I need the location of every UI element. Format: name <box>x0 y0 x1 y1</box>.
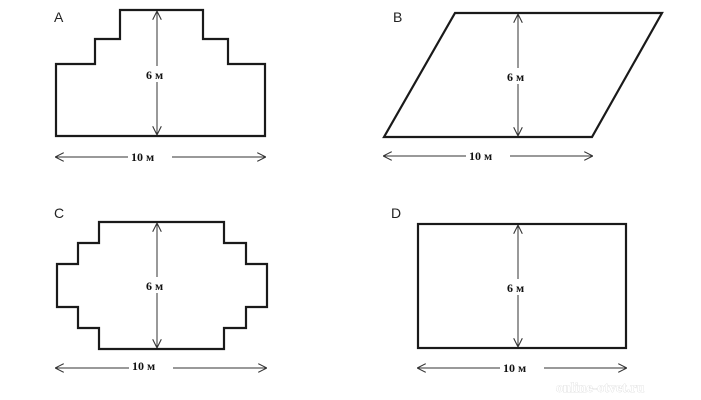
figure-d-height-label-bg <box>506 279 534 295</box>
figure-b: B 6 м 10 м <box>382 9 664 164</box>
figure-b-parallelogram <box>382 11 664 139</box>
figure-c-stepped-shape <box>55 220 269 351</box>
figure-b-height-label-bg <box>506 68 534 84</box>
figure-a-height-label: 6 м <box>146 68 163 82</box>
figure-d-width-label-bg <box>500 359 544 376</box>
figure-a-stepped-shape <box>54 8 267 138</box>
figure-a-width-label: 10 м <box>131 150 154 164</box>
figure-c-height-label-bg <box>145 277 173 293</box>
figure-d-width-label: 10 м <box>503 361 526 375</box>
figure-a: A 6 м 10 м <box>54 8 267 165</box>
figure-a-letter: A <box>54 9 64 25</box>
figure-b-letter: B <box>393 9 402 25</box>
figure-c-width-label-bg <box>129 357 173 374</box>
figure-c-height-label: 6 м <box>146 279 163 293</box>
figure-d-height-label: 6 м <box>507 281 524 295</box>
figure-b-height-label: 6 м <box>507 70 524 84</box>
figure-b-width-label: 10 м <box>469 149 492 163</box>
figure-b-width-label-bg <box>466 147 510 164</box>
figure-d: D 6 м 10 м <box>391 205 628 376</box>
figure-d-rectangle <box>416 222 628 350</box>
figure-c-letter: C <box>54 205 64 221</box>
figure-a-height-label-bg <box>145 66 173 82</box>
watermark: online-otvet.ru <box>556 381 644 396</box>
figure-c-width-label: 10 м <box>132 359 155 373</box>
figure-c: C 6 м 10 м <box>54 205 269 374</box>
figure-d-letter: D <box>391 205 401 221</box>
figure-a-width-label-bg <box>128 148 172 165</box>
